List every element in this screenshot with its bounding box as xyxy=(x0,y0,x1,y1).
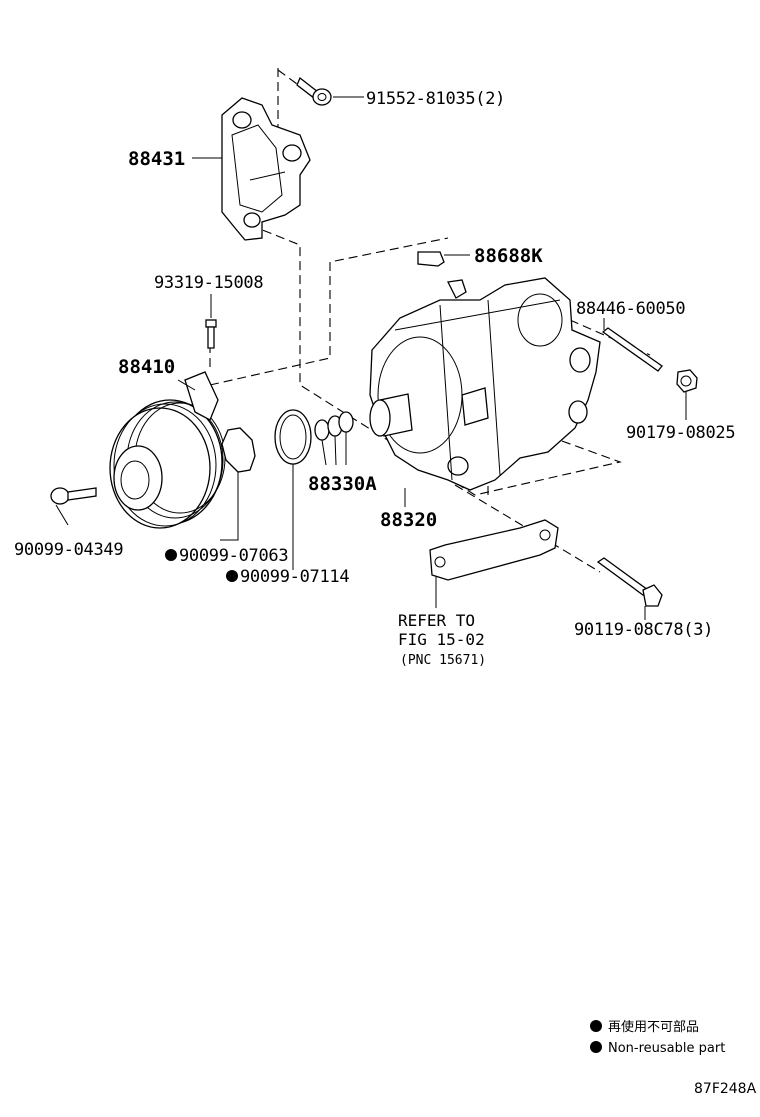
shim-90099-07063[interactable] xyxy=(221,427,256,473)
label-nut[interactable]: 90179-08025 xyxy=(626,423,736,443)
legend-dot-1 xyxy=(590,1020,602,1032)
label-bolt-top[interactable]: 91552-81035(2) xyxy=(366,89,505,109)
label-shim[interactable]: 90099-07063 xyxy=(179,546,289,566)
label-bracket[interactable]: 88431 xyxy=(128,148,185,170)
refer-bracket[interactable] xyxy=(429,519,559,581)
label-snap-ring[interactable]: 90099-07114 xyxy=(240,567,350,587)
bolt-top[interactable] xyxy=(296,76,332,106)
legend: 再使用不可部品 Non-reusable part xyxy=(590,1019,725,1056)
bolt-mount[interactable] xyxy=(596,557,663,607)
legend-text-en: Non-reusable part xyxy=(608,1041,725,1056)
snap-ring-90099-07114[interactable] xyxy=(274,409,312,465)
o-rings-88330A[interactable] xyxy=(314,411,354,441)
refer-line-3: (PNC 15671) xyxy=(400,653,486,668)
label-88688K[interactable]: 88688K xyxy=(474,245,543,267)
non-reusable-marker-snap-ring xyxy=(226,570,238,582)
non-reusable-marker-shim xyxy=(165,549,177,561)
legend-dot-2 xyxy=(590,1041,602,1053)
label-orings[interactable]: 88330A xyxy=(308,473,377,495)
label-bolt-mount[interactable]: 90119-08C78(3) xyxy=(574,620,713,640)
refer-note[interactable]: REFER TO FIG 15-02 (PNC 15671) xyxy=(398,611,486,668)
refer-line-1: REFER TO xyxy=(398,611,475,630)
label-compressor[interactable]: 88320 xyxy=(380,509,437,531)
label-plate-88688K[interactable] xyxy=(417,251,467,299)
label-clutch[interactable]: 88410 xyxy=(118,356,175,378)
figure-code: 87F248A xyxy=(694,1081,757,1097)
bolt-clutch[interactable] xyxy=(50,487,97,505)
refer-line-2: FIG 15-02 xyxy=(398,630,485,649)
part-labels: 91552-81035(2) 88431 93319-15008 88410 9… xyxy=(14,89,736,640)
legend-text-jp: 再使用不可部品 xyxy=(608,1019,699,1035)
stud-88446-60050[interactable] xyxy=(601,327,663,372)
label-screw[interactable]: 93319-15008 xyxy=(154,273,264,293)
screw-93319[interactable] xyxy=(205,319,217,349)
nut-90179-08025[interactable] xyxy=(676,369,698,393)
magnet-clutch-88410[interactable] xyxy=(109,371,226,529)
bracket-88431[interactable] xyxy=(221,97,311,241)
label-stud[interactable]: 88446-60050 xyxy=(576,299,686,319)
leader-lines xyxy=(55,96,687,620)
label-bolt-clutch[interactable]: 90099-04349 xyxy=(14,540,124,560)
compressor-88320[interactable] xyxy=(369,277,601,491)
